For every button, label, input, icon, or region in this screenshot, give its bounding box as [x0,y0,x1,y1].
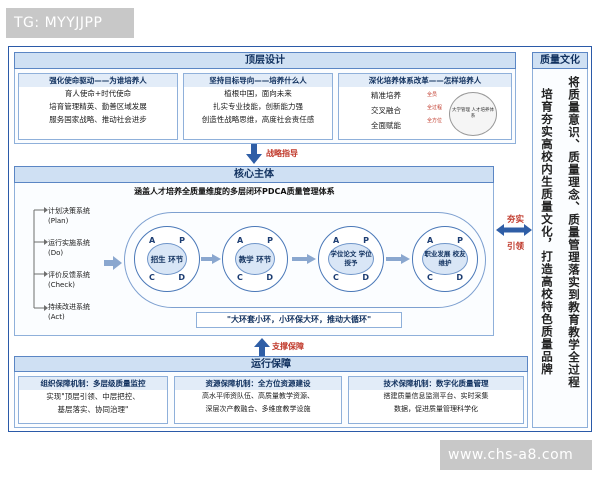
quadrant-d-1: D [178,273,185,282]
culture-header: 质量文化 [532,52,588,69]
quadrant-c-4: C [427,273,433,282]
side-label-1: 全员 [427,92,438,98]
big-loop-outline [124,212,486,308]
pdca-cycle-enrollment: A P C D 招生 环节 [134,226,200,292]
watermark-top-text: TG: MYYJJPP [14,15,103,31]
ops-card-2-title: 资源保障机制：全方位资源建设 [175,377,341,390]
quadrant-c-2: C [237,273,243,282]
top-card-2-line-3: 创造性战略思维，高度社会责任感 [201,115,315,124]
ops-card-2: 资源保障机制：全方位资源建设 高水平师资队伍、高质量教学资源、 深层次产教融合、… [174,376,342,424]
watermark-top: TG: MYYJJPP [6,8,134,38]
ops-card-3-title: 技术保障机制：数字化质量管理 [349,377,523,390]
top-card-1: 强化使命驱动——为谁培养人 育人使命+时代使命 培育管理精英、勤善区域发展 服务… [18,73,178,140]
watermark-bottom: www.chs-a8.com [440,440,592,470]
top-card-1-title: 强化使命驱动——为谁培养人 [19,74,177,87]
cycle-label-teaching: 教学 环节 [235,243,275,275]
pdca-cycle-career: A P C D 职业发展 校友维护 [412,226,478,292]
core-header: 核心主体 [14,166,494,183]
quadrant-a-2: A [237,236,244,245]
top-design-title: 顶层设计 [245,55,285,66]
quadrant-p-4: P [457,236,463,245]
top-card-3-line-1: 精准培养 [371,91,401,100]
quadrant-c-1: C [149,273,155,282]
system-do: 运行实施系统 (Do) [48,239,90,257]
top-card-3-side-labels: 全员 全过程 全方位 [427,92,442,125]
watermark-bottom-text: www.chs-a8.com [448,447,574,463]
ops-card-2-line-2: 深层次产教融合、多维度教学设施 [205,405,311,413]
cultivation-system-circle-icon: 大学管理 人才培养体系 [449,92,497,136]
cycle-link-arrow-icon-1 [201,254,221,264]
top-card-2-title: 坚持目标导向——培养什么人 [184,74,332,87]
support-label: 支撑保障 [272,342,304,351]
top-card-2-line-2: 扎实专业技能，创新能力强 [213,102,303,111]
pdca-cycle-teaching: A P C D 教学 环节 [222,226,288,292]
pdca-systems-connector-lines [33,207,48,311]
top-card-3-line-3: 全面赋能 [371,121,401,130]
top-card-3-title: 深化培养体系改革——怎样培养人 [339,74,511,87]
ops-header: 运行保障 [14,356,528,372]
top-card-2-line-1: 植根中国，面向未来 [224,89,292,98]
cycle-label-enrollment: 招生 环节 [147,243,187,275]
ops-card-3-line-1: 搭建质量信息监测平台、实时采集 [383,392,489,400]
core-subtitle: 涵盖人才培养全质量维度的多层闭环PDCA质量管理体系 [134,187,335,196]
systems-to-cycles-arrow-icon [104,256,122,270]
culture-title: 质量文化 [540,55,580,66]
ops-card-1: 组织保障机制：多层级质量监控 实现"顶层引领、中层把控、 基层落实、协同治理" [18,376,168,424]
cycle-link-arrow-icon-3 [386,254,410,264]
lead-label: 引领 [507,242,525,252]
quadrant-d-3: D [362,273,369,282]
top-card-1-line-1: 育人使命+时代使命 [64,89,132,98]
double-arrow-icon [496,224,532,236]
ops-card-1-title: 组织保障机制：多层级质量监控 [19,377,167,390]
consolidate-label: 夯实 [507,215,525,225]
top-design-header: 顶层设计 [14,52,516,69]
diagram-frame [8,46,592,432]
motto-text: "大环套小环，小环保大环，推动大循环" [226,315,372,324]
top-card-3-line-2: 交叉融合 [371,106,401,115]
mini-circle-text: 大学管理 人才培养体系 [452,108,494,119]
quadrant-d-4: D [456,273,463,282]
quadrant-a-1: A [149,236,156,245]
system-plan: 计划决策系统 (Plan) [48,207,90,225]
top-card-2: 坚持目标导向——培养什么人 植根中国，面向未来 扎实专业技能，创新能力强 创造性… [183,73,333,140]
strategic-guidance-arrow-icon [246,144,262,164]
ops-card-3-line-2: 数据，促进质量管理科学化 [394,405,478,413]
motto-box: "大环套小环，小环保大环，推动大循环" [196,312,402,328]
quadrant-a-3: A [333,236,340,245]
support-arrow-icon [254,338,270,356]
culture-text-col-1: 培育夯实高校内生质量文化，打造高校特色质量品牌 [540,88,554,376]
culture-panel [532,52,588,428]
core-title: 核心主体 [234,169,274,180]
cycle-link-arrow-icon-2 [292,254,316,264]
top-card-1-line-3: 服务国家战略、推动社会进步 [49,115,147,124]
system-act: 持续改进系统 (Act) [48,303,90,321]
system-check: 评价反馈系统 (Check) [48,271,90,289]
top-card-1-line-2: 培育管理精英、勤善区域发展 [49,102,147,111]
ops-title: 运行保障 [251,359,291,370]
cycle-label-career: 职业发展 校友维护 [422,243,468,275]
quadrant-c-3: C [333,273,339,282]
quadrant-p-3: P [363,236,369,245]
cycle-label-thesis: 学位论文 学位授予 [328,243,374,275]
culture-text-col-2: 将质量意识、质量理念、质量管理落实到教育教学全过程 [567,76,581,389]
ops-card-2-line-1: 高水平师资队伍、高质量教学资源、 [202,392,314,400]
top-card-3: 深化培养体系改革——怎样培养人 精准培养 交叉融合 全面赋能 全员 全过程 全方… [338,73,512,140]
side-label-2: 全过程 [427,105,443,111]
side-label-3: 全方位 [427,118,443,124]
ops-card-1-line-2: 基层落实、协同治理" [57,405,129,414]
quadrant-p-2: P [267,236,273,245]
ops-card-1-line-1: 实现"顶层引领、中层把控、 [46,392,140,401]
strategic-guidance-label: 战略指导 [266,149,298,158]
quadrant-a-4: A [427,236,434,245]
ops-card-3: 技术保障机制：数字化质量管理 搭建质量信息监测平台、实时采集 数据，促进质量管理… [348,376,524,424]
pdca-cycle-thesis: A P C D 学位论文 学位授予 [318,226,384,292]
quadrant-d-2: D [266,273,273,282]
quadrant-p-1: P [179,236,185,245]
